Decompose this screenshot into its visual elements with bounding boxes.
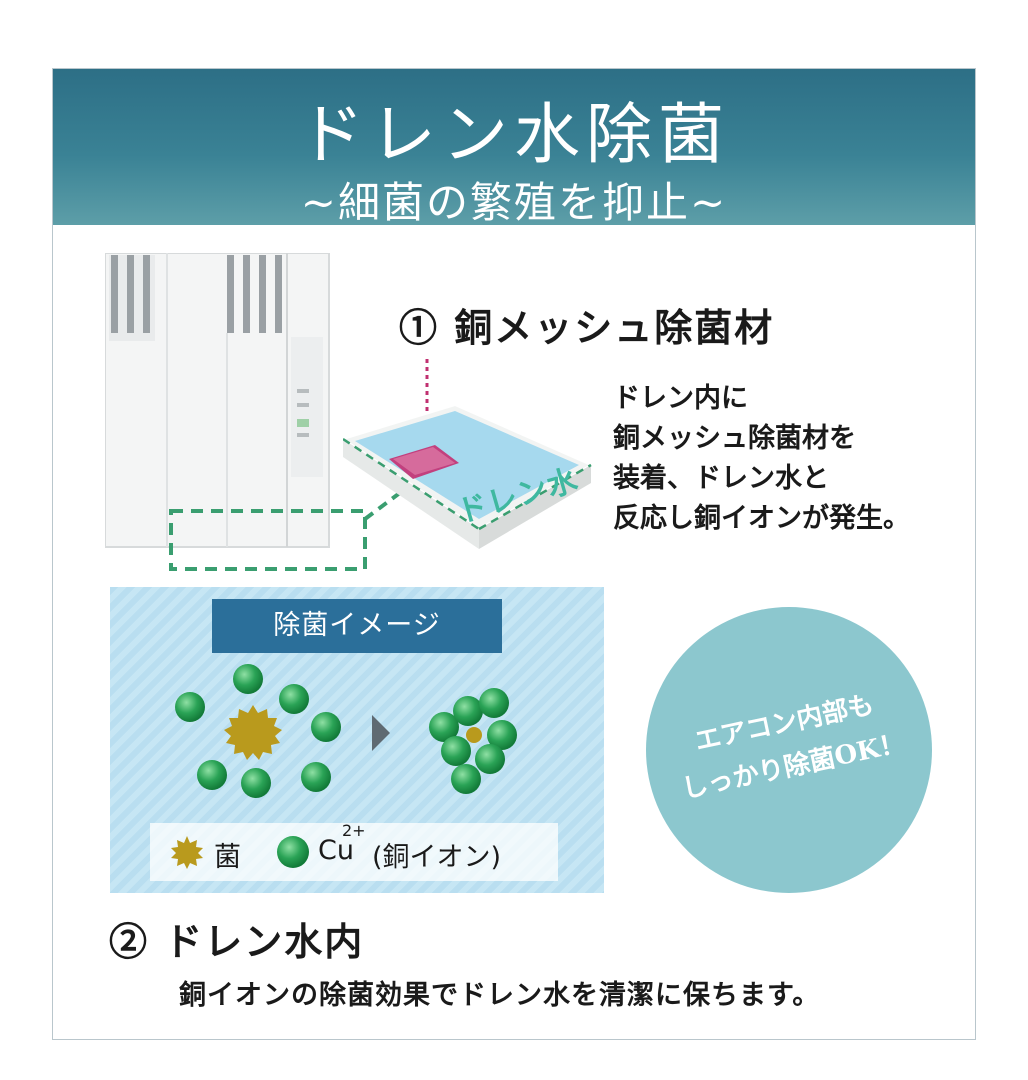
copper-ion-legend-icon — [277, 836, 309, 868]
page-frame: ドレン水除菌 ~細菌の繁殖を抑止~ ドレン水 ① 銅メッ — [52, 68, 976, 1040]
image-box-title: 除菌イメージ — [212, 599, 502, 653]
fungus-legend-icon — [171, 836, 203, 869]
page-title: ドレン水除菌 — [298, 96, 730, 173]
bubble-text: エアコン内部も しっかり除菌OK！ — [679, 689, 908, 805]
air-conditioner-illustration — [105, 253, 407, 571]
section1-title: ① 銅メッシュ除菌材 — [399, 305, 775, 350]
section2-description: 銅イオンの除菌効果でドレン水を清潔に保ちます。 — [179, 980, 821, 1011]
legend-cu-superscript: 2+ — [342, 821, 366, 840]
page-subtitle: ~細菌の繁殖を抑止~ — [300, 178, 728, 227]
legend-cu-label: Cu — [318, 835, 354, 866]
legend: 菌 Cu 2+ (銅イオン) — [150, 821, 558, 881]
sterilization-diagram — [175, 664, 517, 798]
header-banner: ドレン水除菌 ~細菌の繁殖を抑止~ — [53, 69, 975, 227]
arrow-right-icon — [372, 715, 390, 751]
fungus-icon — [224, 705, 282, 760]
sterilization-image-box: 除菌イメージ 菌 Cu 2+ (銅イオン) — [110, 587, 604, 893]
drain-tray-illustration — [343, 359, 594, 549]
legend-fungus-label: 菌 — [214, 842, 241, 873]
highlight-bubble: エアコン内部も しっかり除菌OK！ — [646, 607, 932, 893]
section1-description: ドレン内に 銅メッシュ除菌材を 装着、ドレン水と 反応し銅イオンが発生。 — [613, 383, 910, 534]
legend-cu-description: (銅イオン) — [372, 842, 502, 873]
section2-title: ② ドレン水内 — [109, 919, 365, 964]
